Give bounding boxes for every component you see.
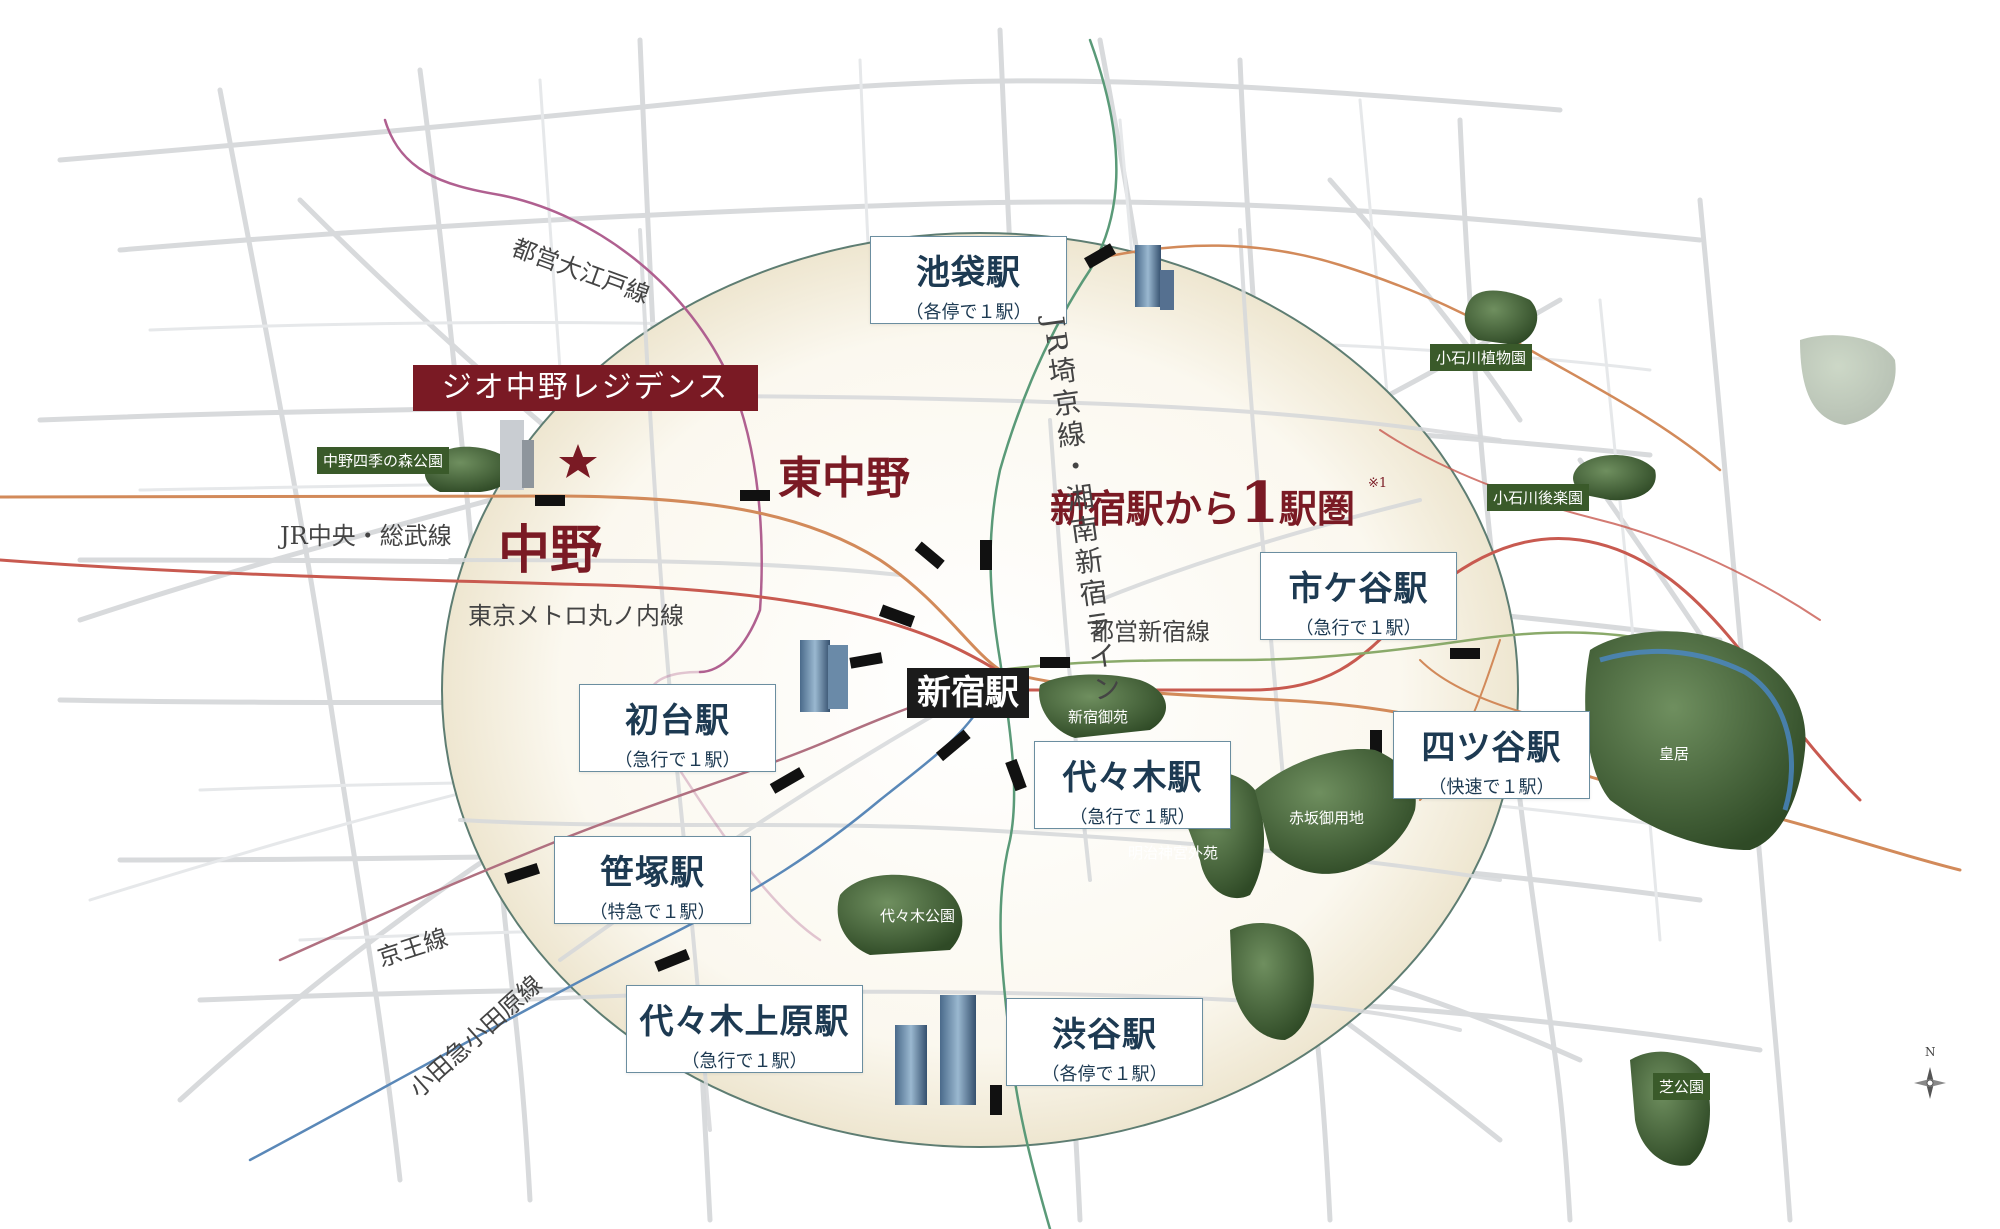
headline: 新宿駅から1駅圏 — [1050, 470, 1355, 536]
park-shinjuku-gyoen — [1039, 674, 1167, 738]
station-note: （各停で１駅） — [1041, 1064, 1168, 1085]
shinjuku-station-box[interactable]: 新宿駅 — [907, 668, 1029, 718]
park-koishikawa-botanical — [1464, 290, 1538, 345]
area-nakano: 中野 — [498, 520, 603, 581]
building-nakano — [500, 420, 524, 490]
station-name: 代々木上原駅 — [639, 1002, 850, 1042]
station-note: （快速で１駅） — [1428, 777, 1555, 798]
station-yotsuya[interactable]: 四ツ谷駅 （快速で１駅） — [1393, 711, 1590, 799]
headline-text-a: 新宿駅から — [1050, 486, 1241, 531]
station-name: 代々木駅 — [1062, 758, 1203, 798]
station-note: （各停で１駅） — [905, 302, 1032, 323]
park-korakuen — [1573, 454, 1656, 501]
headline-text-b: 駅圏 — [1278, 486, 1355, 531]
area-higashi-nakano: 東中野 — [778, 453, 910, 504]
headline-note: ※1 — [1368, 476, 1388, 491]
park-label-kokyo: 皇居 — [1659, 745, 1690, 763]
station-hatsudai[interactable]: 初台駅 （急行で１駅） — [579, 684, 776, 772]
station-yoyogi-uehara[interactable]: 代々木上原駅 （急行で１駅） — [626, 985, 863, 1073]
buildings — [500, 245, 1174, 1105]
keio-line — [278, 688, 987, 962]
park-label-nakano: 中野四季の森公園 — [317, 447, 450, 474]
park-label-shinjuku-gyoen: 新宿御苑 — [1068, 708, 1129, 726]
line-chuo: JR中央・総武線 — [280, 522, 452, 550]
station-name: 池袋駅 — [916, 253, 1021, 293]
property-star-icon — [559, 444, 597, 478]
headline-number: 1 — [1240, 470, 1279, 536]
park-label-shiba: 芝公園 — [1653, 1073, 1711, 1100]
station-name: 渋谷駅 — [1052, 1015, 1157, 1055]
station-name: 笹塚駅 — [600, 853, 705, 893]
station-name: 市ケ谷駅 — [1288, 569, 1429, 609]
building-hatsudai — [800, 640, 830, 712]
park-label-korakuen: 小石川後楽園 — [1487, 484, 1590, 511]
compass-icon — [1914, 1067, 1946, 1099]
shinjuku-line — [998, 631, 1652, 672]
station-note: （急行で１駅） — [1295, 618, 1422, 639]
station-ichigaya[interactable]: 市ケ谷駅 （急行で１駅） — [1260, 552, 1457, 640]
station-ikebukuro[interactable]: 池袋駅 （各停で１駅） — [870, 236, 1067, 324]
station-note: （特急で１駅） — [589, 902, 716, 923]
park-yoyogi — [837, 874, 963, 955]
park-shiba — [1630, 1051, 1710, 1166]
building-ikebukuro — [1135, 245, 1161, 307]
station-sasazuka[interactable]: 笹塚駅 （特急で１駅） — [554, 836, 751, 924]
line-shinjuku: 都営新宿線 — [1090, 618, 1210, 646]
park-label-meiji-jingu-gaien: 明治神宮外苑 — [1128, 844, 1219, 862]
station-note: （急行で１駅） — [1069, 807, 1196, 828]
station-name: 四ツ谷駅 — [1421, 728, 1562, 768]
station-note: （急行で１駅） — [681, 1051, 808, 1072]
park-label-yoyogi: 代々木公園 — [880, 907, 956, 925]
building-shibuya — [895, 1025, 927, 1105]
compass-label: N — [1925, 1045, 1936, 1059]
kokyo-moat — [1599, 648, 1794, 811]
station-yoyogi[interactable]: 代々木駅 （急行で１駅） — [1034, 741, 1231, 829]
station-note: （急行で１駅） — [614, 750, 741, 771]
park-label-koishikawa-botanical: 小石川植物園 — [1430, 344, 1533, 371]
property-name-box: ジオ中野レジデンス — [413, 365, 758, 411]
station-shibuya[interactable]: 渋谷駅 （各停で１駅） — [1006, 998, 1203, 1086]
parks — [424, 290, 1896, 1166]
park-akasaka — [1255, 749, 1416, 874]
station-name: 初台駅 — [625, 701, 730, 741]
park-label-akasaka: 赤坂御用地 — [1289, 809, 1365, 827]
station-markers — [504, 243, 1480, 1115]
line-marunouchi: 東京メトロ丸ノ内線 — [468, 602, 684, 630]
park-kokyo — [1585, 631, 1806, 850]
